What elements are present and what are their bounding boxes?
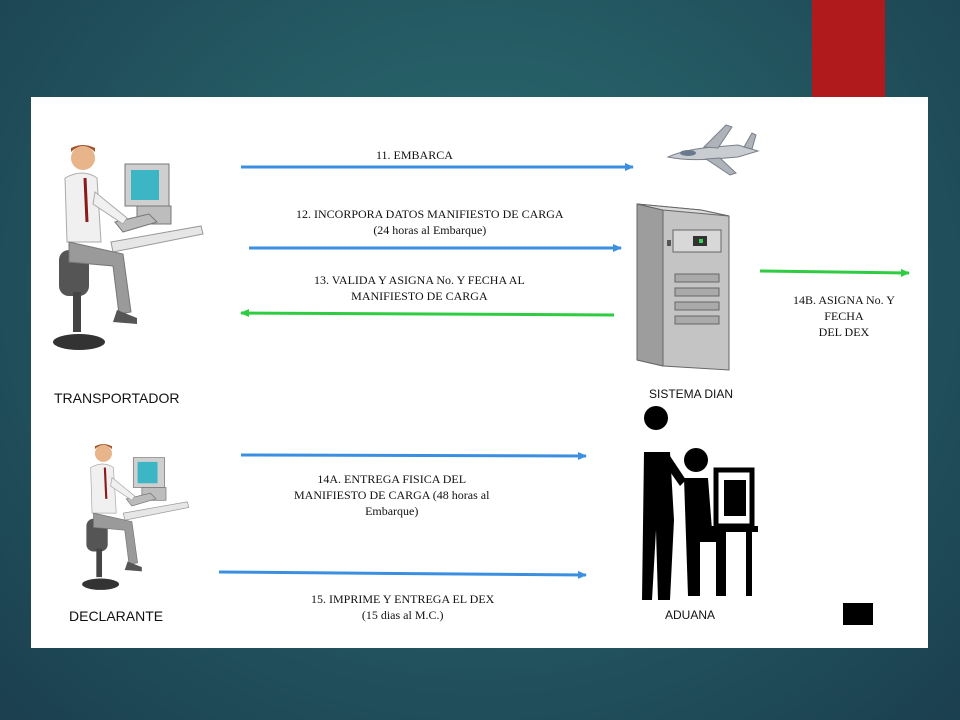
diagram-panel: TRANSPORTADOR DECLARANTE bbox=[31, 97, 928, 648]
black-marker bbox=[843, 603, 873, 625]
step-15-label: 15. IMPRIME Y ENTREGA EL DEX (15 dias al… bbox=[311, 592, 495, 622]
sistema-dian-label: SISTEMA DIAN bbox=[649, 387, 734, 401]
declarante-label: DECLARANTE bbox=[69, 608, 164, 624]
declarante-figure-icon bbox=[82, 444, 190, 590]
arrow-asigna-dex bbox=[759, 268, 910, 277]
transportador-figure-icon bbox=[53, 145, 204, 350]
step-13-label: 13. VALIDA Y ASIGNA No. Y FECHA AL MANIF… bbox=[314, 273, 525, 303]
step-14b-label: 14B. ASIGNA No. Y FECHA DEL DEX bbox=[793, 293, 895, 339]
server-tower-icon bbox=[636, 203, 730, 371]
arrow-valida bbox=[240, 309, 615, 318]
aduana-label: ADUANA bbox=[665, 608, 716, 622]
step-11-label: 11. EMBARCA bbox=[376, 148, 453, 162]
arrow-imprime bbox=[218, 570, 587, 579]
red-accent-bar bbox=[812, 0, 885, 98]
transportador-label: TRANSPORTADOR bbox=[54, 390, 180, 406]
step-14a-label: 14A. ENTREGA FISICA DEL MANIFIESTO DE CA… bbox=[294, 472, 490, 518]
airplane-icon bbox=[666, 124, 760, 176]
arrow-entrega-fisica bbox=[240, 451, 587, 460]
customs-officer-icon bbox=[642, 406, 758, 600]
arrows-layer bbox=[218, 163, 910, 579]
step-12-label: 12. INCORPORA DATOS MANIFIESTO DE CARGA … bbox=[296, 207, 564, 237]
